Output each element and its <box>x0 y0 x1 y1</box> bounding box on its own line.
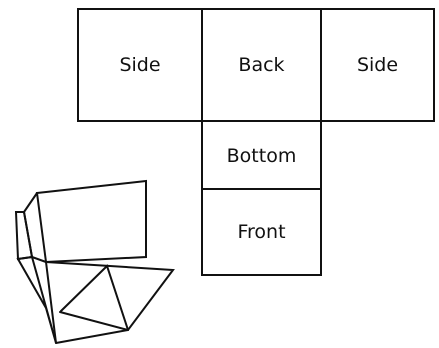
sketch-back-panel <box>37 181 146 262</box>
sketch-front-edge <box>60 312 128 330</box>
sketch-front-fold-line <box>46 262 56 343</box>
sketch-left-wing <box>16 212 32 259</box>
